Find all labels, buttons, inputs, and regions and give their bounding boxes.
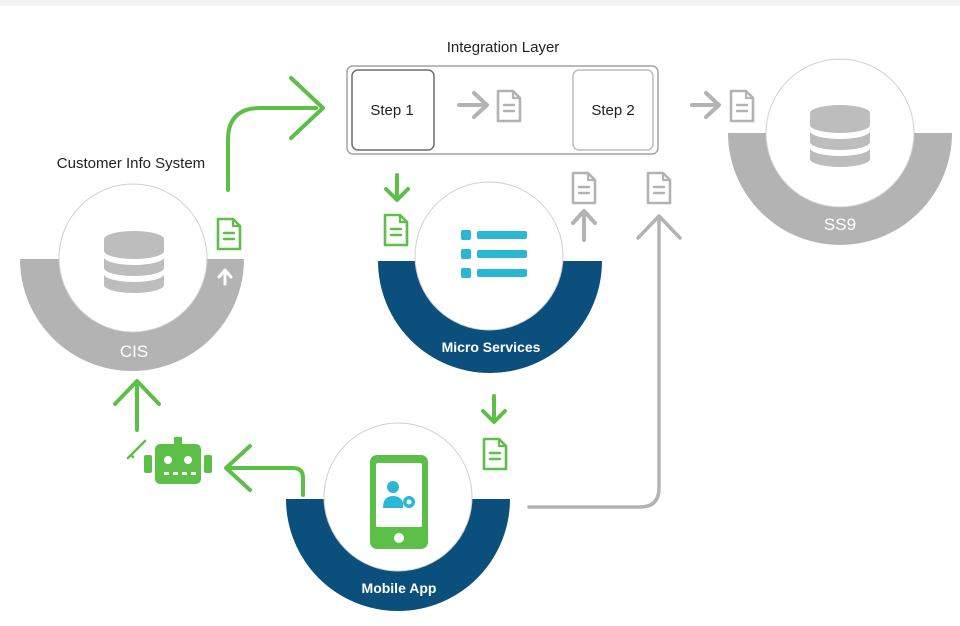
micro-services-label: Micro Services [442,339,541,355]
small-up-arrow-icon [217,268,233,286]
ss9-node[interactable]: SS9 [728,58,952,245]
pencil-icon [126,439,147,460]
arrow-icon [481,394,507,424]
document-icon [729,89,755,123]
robot-icon [144,437,212,484]
list-icon [461,230,527,278]
document-icon [482,437,508,471]
mobile-to-integration-arrow [527,214,682,509]
step-2-box[interactable] [572,69,654,151]
step-2-label: Step 2 [591,102,634,119]
mobile-app-label: Mobile App [362,580,437,596]
step-1-label: Step 1 [370,102,413,119]
document-icon [216,217,242,251]
mobile-app-node[interactable]: Mobile App [286,422,510,611]
document-icon [496,89,522,123]
mobile-to-robot-arrow [224,444,305,497]
document-icon [383,213,409,247]
step-1-box[interactable] [351,69,435,151]
document-icon [571,171,597,205]
top-border [0,0,960,6]
arrow-icon [571,209,597,242]
cis-caption: Customer Info System [57,155,205,172]
document-icon [646,171,672,205]
robot-to-cis-arrow [113,379,161,432]
ss9-label: SS9 [824,215,856,234]
cis-label: CIS [120,342,148,361]
arrow-icon [457,91,489,119]
arrow-icon [690,91,721,119]
cis-to-integration-arrow [226,76,325,192]
arrow-icon [384,173,410,202]
micro-services-node[interactable]: Micro Services [378,181,602,373]
cis-node[interactable]: CIS [20,183,244,371]
phone-icon [370,455,428,549]
integration-layer-title: Integration Layer [447,39,560,56]
